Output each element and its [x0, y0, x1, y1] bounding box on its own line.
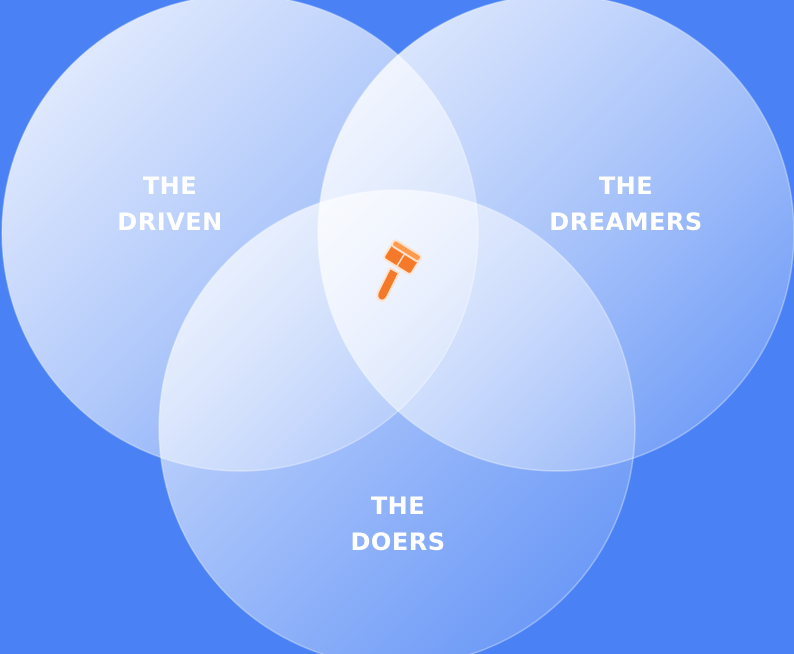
label-doers-line1: THE: [370, 492, 426, 520]
label-doers-line2: DOERS: [350, 528, 446, 556]
label-driven-line1: THE: [142, 172, 198, 200]
label-the-doers: THE DOERS: [298, 488, 498, 560]
circle-doers: [158, 189, 636, 654]
label-dreamers-line1: THE: [598, 172, 654, 200]
label-the-driven: THE DRIVEN: [70, 168, 270, 240]
label-driven-line2: DRIVEN: [117, 208, 223, 236]
label-dreamers-line2: DREAMERS: [549, 208, 703, 236]
label-the-dreamers: THE DREAMERS: [526, 168, 726, 240]
hammer-icon: [376, 239, 422, 302]
